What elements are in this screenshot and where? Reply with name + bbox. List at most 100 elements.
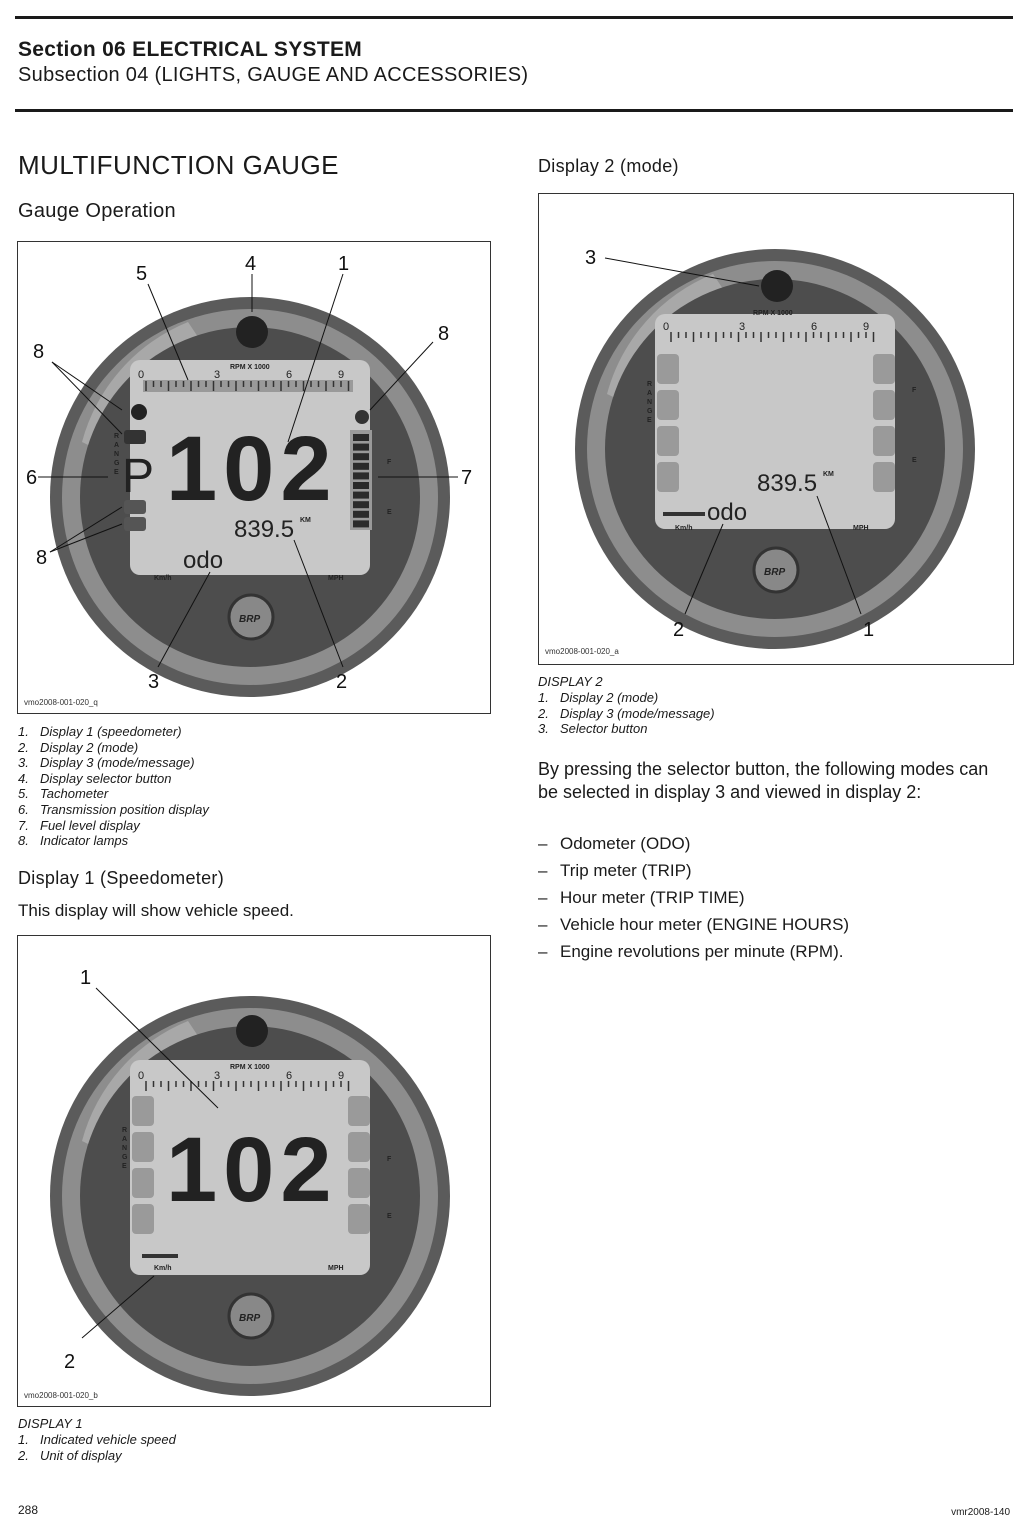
lcd-screen [655, 314, 895, 529]
lcd-screen [130, 360, 370, 575]
range-segments [657, 354, 895, 492]
scale-3: 3 [214, 1070, 220, 1082]
odometer-value: 839.5 [234, 516, 294, 543]
fuel-full-label: F [912, 387, 917, 394]
brp-logo [227, 1292, 275, 1340]
fuel-segment [353, 443, 369, 451]
callout-6: 6 [26, 467, 37, 489]
caption-display-2-title: DISPLAY 2 [538, 674, 603, 689]
brp-logo [752, 546, 800, 594]
range-letter-e: E [122, 1163, 127, 1170]
fuel-segment [353, 462, 369, 470]
odometer-value: 839.5 [757, 470, 817, 497]
range-letter-n: N [647, 399, 652, 406]
main-heading: MULTIFUNCTION GAUGE [18, 150, 340, 180]
figure-display-1: RPM X 1000 0 3 6 9 R A N G E 102 F E Km/… [17, 935, 491, 1407]
unit-mph: MPH [328, 1265, 344, 1272]
figure-gauge-operation: RPM X 1000 0 3 6 9 R A N G E P 102 F E 8… [17, 241, 491, 714]
callout-8-bottom-left: 8 [36, 547, 47, 569]
scale-9: 9 [863, 321, 869, 333]
unit-mph: MPH [328, 575, 344, 582]
lamp-icon [124, 500, 146, 514]
fuel-empty-label: E [387, 1213, 392, 1220]
figure-1-reference: vmo2008-001-020_q [24, 698, 98, 707]
lcd-screen [130, 1060, 370, 1275]
unit-mph: MPH [853, 525, 869, 532]
range-letter-g: G [114, 460, 120, 467]
rpm-label: RPM X 1000 [753, 310, 793, 317]
fuel-pump-icon [355, 410, 369, 424]
range-letter-a: A [122, 1136, 127, 1143]
legend-item: 1.Indicated vehicle speed [18, 1432, 176, 1447]
gauge-illustration-1: RPM X 1000 0 3 6 9 R A N G E P 102 F E 8… [26, 253, 472, 697]
callout-2: 2 [673, 619, 684, 641]
callout-2: 2 [336, 671, 347, 693]
mode-text: odo [183, 547, 223, 574]
legend-item: 5.Tachometer [18, 786, 109, 802]
callout-3: 3 [585, 247, 596, 269]
fuel-full-label: F [387, 1156, 392, 1163]
range-letter-n: N [122, 1145, 127, 1152]
speed-unit-bar [142, 1254, 178, 1258]
legend-item: 6.Transmission position display [18, 801, 209, 817]
fuel-segment [353, 491, 369, 499]
fuel-segment [353, 520, 369, 528]
legend-item: 2.Display 3 (mode/message) [538, 705, 715, 721]
section-title: Section 06 ELECTRICAL SYSTEM [18, 38, 363, 61]
figure-3-reference: vmo2008-001-020_b [24, 1391, 98, 1400]
range-letter-g: G [122, 1154, 128, 1161]
speed-digits: 102 [166, 418, 338, 520]
header-rule-bottom [15, 109, 1013, 112]
gauge-illustration-2: RPM X 1000 0 3 6 9 R A N G E F E 839.5 K… [575, 247, 975, 649]
brp-logo [227, 593, 275, 641]
range-letter-e: E [114, 469, 119, 476]
sub-heading-gauge-operation: Gauge Operation [18, 200, 176, 222]
legend-item: 3.Display 3 (mode/message) [18, 755, 195, 771]
tachometer-ticks [670, 332, 875, 342]
range-letter-e: E [647, 417, 652, 424]
document-code: vmr2008-140 [951, 1507, 1010, 1518]
fuel-full-label: F [387, 459, 392, 466]
scale-3: 3 [214, 369, 220, 381]
callout-1: 1 [80, 967, 91, 989]
range-segments [132, 1096, 370, 1234]
legend-figure-1: 1.Display 1 (speedometer) 2.Display 2 (m… [18, 724, 209, 849]
fuel-segment [353, 434, 369, 441]
brp-logo-text: BRP [239, 614, 260, 625]
gauge-illustration-3: RPM X 1000 0 3 6 9 R A N G E 102 F E Km/… [50, 967, 450, 1396]
fuel-segment [353, 472, 369, 480]
warning-lamp-icon [131, 404, 147, 420]
figure-2-reference: vmo2008-001-020_a [545, 647, 619, 656]
brp-logo-text: BRP [239, 1313, 260, 1324]
selector-paragraph: By pressing the selector button, the fol… [538, 759, 989, 802]
fuel-empty-label: E [387, 509, 392, 516]
unit-kmh: Km/h [154, 575, 172, 582]
rpm-label: RPM X 1000 [230, 1064, 270, 1071]
scale-3: 3 [739, 321, 745, 333]
callout-5: 5 [136, 263, 147, 285]
display-2-heading: Display 2 (mode) [538, 156, 679, 176]
legend-item: 1.Display 2 (mode) [538, 690, 659, 705]
legend-figure-2: 1.Display 2 (mode) 2.Display 3 (mode/mes… [538, 690, 715, 737]
odometer-unit: KM [300, 517, 311, 524]
mode-item: Vehicle hour meter (ENGINE HOURS) [538, 911, 849, 938]
legend-item: 8.Indicator lamps [18, 833, 129, 849]
range-letter-r: R [114, 433, 119, 440]
mode-item: Engine revolutions per minute (RPM). [538, 938, 849, 965]
legend-figure-3: 1.Indicated vehicle speed 2.Unit of disp… [18, 1432, 176, 1463]
modes-list: Odometer (ODO) Trip meter (TRIP) Hour me… [538, 830, 849, 965]
range-letter-r: R [647, 381, 652, 388]
fuel-segment [353, 453, 369, 461]
page-number: 288 [18, 1503, 39, 1517]
callout-1: 1 [863, 619, 874, 641]
fuel-level-segments [353, 434, 369, 528]
gear-display: P [122, 450, 154, 503]
callout-1: 1 [338, 253, 349, 275]
subsection-title: Subsection 04 (LIGHTS, GAUGE AND ACCESSO… [18, 64, 529, 86]
callout-4: 4 [245, 253, 256, 275]
range-letter-n: N [114, 451, 119, 458]
range-letter-g: G [647, 408, 653, 415]
unit-kmh: Km/h [675, 525, 693, 532]
display-1-heading: Display 1 (Speedometer) [18, 868, 224, 888]
legend-item: 2.Display 2 (mode) [18, 739, 139, 755]
